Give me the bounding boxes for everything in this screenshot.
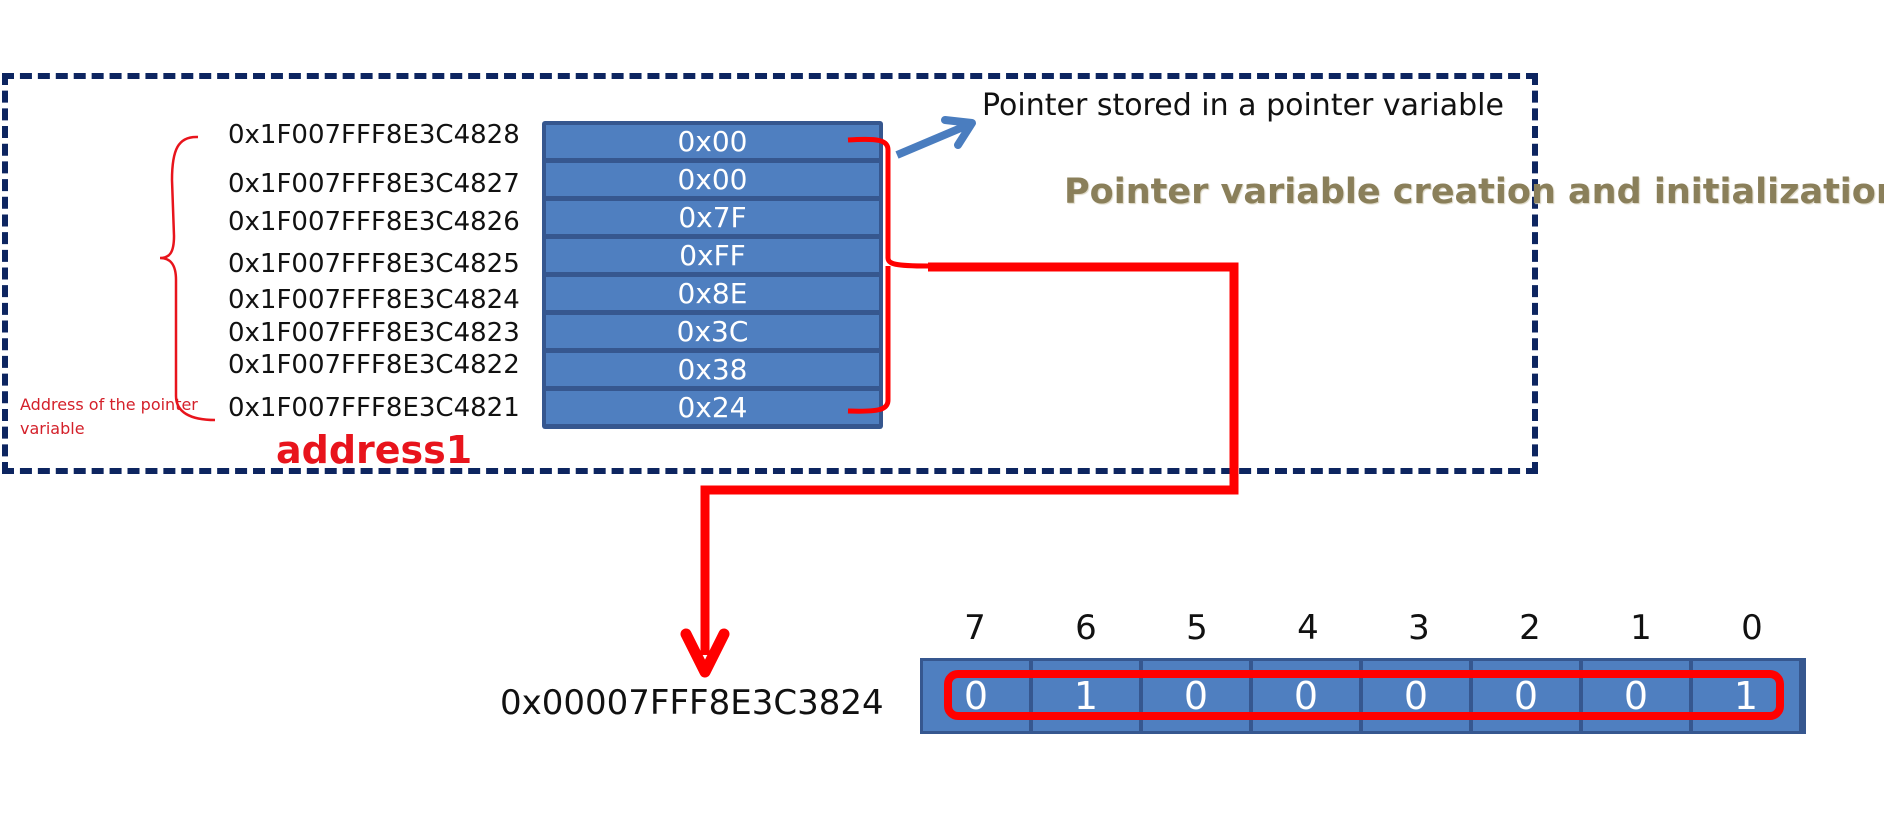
bit-index: 5 [1186,608,1208,648]
memory-byte: 0x38 [546,353,879,386]
memory-byte: 0x00 [546,163,879,196]
memory-address: 0x1F007FFF8E3C4824 [228,285,520,315]
memory-address: 0x1F007FFF8E3C4825 [228,249,520,279]
memory-block: 0x00 0x00 0x7F 0xFF 0x8E 0x3C 0x38 0x24 [542,121,883,429]
memory-address: 0x1F007FFF8E3C4822 [228,350,520,380]
bytes-brace [847,136,929,414]
label-arrow-line [895,121,970,159]
bit-index: 0 [1741,608,1763,648]
memory-address: 0x1F007FFF8E3C4828 [228,120,520,150]
memory-address: 0x1F007FFF8E3C4826 [228,207,520,237]
address-note: Address of the pointer variable [20,395,198,438]
memory-byte: 0x24 [546,391,879,424]
memory-byte: 0xFF [546,239,879,272]
pointer-arrow-line [700,262,1239,655]
slide-title: Pointer variable creation and initializa… [1064,172,1884,212]
variable-name: address1 [276,428,473,472]
target-address: 0x00007FFF8E3C3824 [500,683,884,723]
pointer-arrow-head [680,628,730,678]
memory-byte: 0x7F [546,201,879,234]
label-arrow-head [941,116,976,149]
memory-address: 0x1F007FFF8E3C4821 [228,393,520,423]
bit-index: 3 [1408,608,1430,648]
bit-index: 2 [1519,608,1541,648]
pointer-variable-frame [2,73,1538,474]
memory-address: 0x1F007FFF8E3C4827 [228,169,520,199]
memory-byte: 0x8E [546,277,879,310]
memory-byte: 0x3C [546,315,879,348]
bit-index: 4 [1297,608,1319,648]
bit-index: 7 [964,608,986,648]
pointer-stored-label: Pointer stored in a pointer variable [982,88,1504,123]
memory-byte: 0x00 [546,125,879,158]
byte-highlight [944,670,1784,720]
address-brace [159,135,216,422]
bit-index: 6 [1075,608,1097,648]
memory-address: 0x1F007FFF8E3C4823 [228,318,520,348]
bit-index: 1 [1630,608,1652,648]
